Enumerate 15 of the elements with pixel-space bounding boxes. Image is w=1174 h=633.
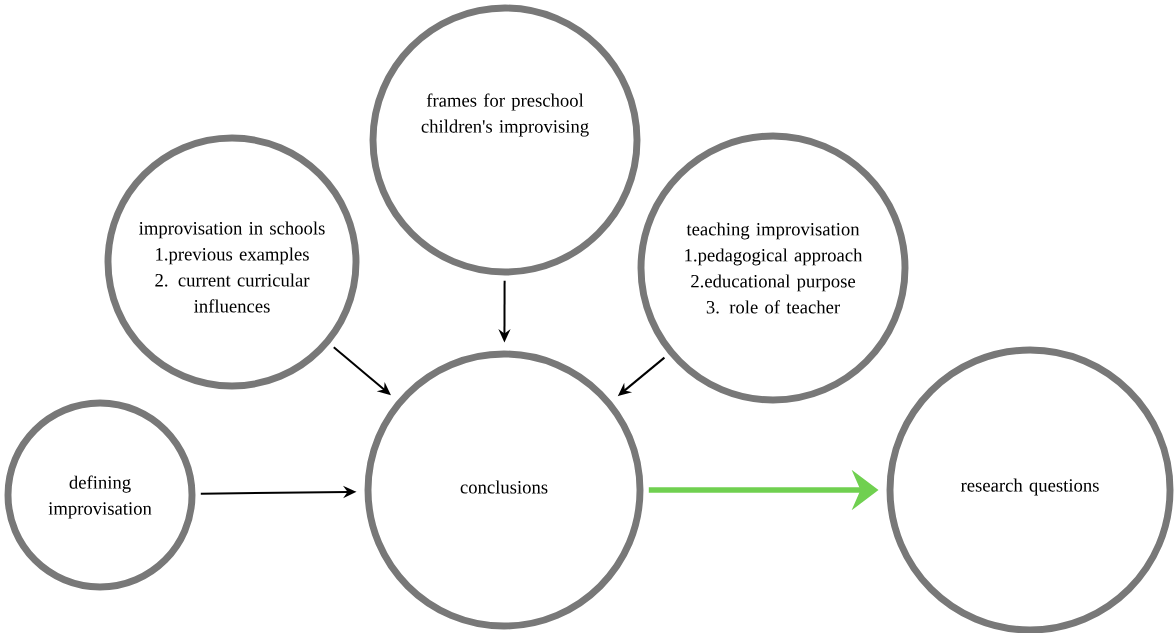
node-text: frames for preschool children's improvising <box>421 93 589 137</box>
node-label: 1.pedagogical approach <box>685 248 863 266</box>
circle-node <box>637 132 909 404</box>
node-text: teaching improvisation 1.pedagogical approach 2.educational purpose 3. role of teacher <box>685 222 863 314</box>
circle-node <box>104 134 360 390</box>
node-text: research questions <box>960 478 1099 496</box>
node-text: defining improvisation <box>48 475 152 519</box>
node-text: improvisation in schools 1.previous examples 2. current curricular influences <box>139 221 325 313</box>
circle-node <box>369 4 641 276</box>
node-label: teaching improvisation <box>686 222 860 240</box>
node-label: 3. role of teacher <box>706 300 840 314</box>
node-text: conclusions <box>460 480 548 494</box>
node-label: 2.educational purpose <box>691 274 856 292</box>
circle-node <box>4 399 196 591</box>
circle-node <box>364 350 644 630</box>
